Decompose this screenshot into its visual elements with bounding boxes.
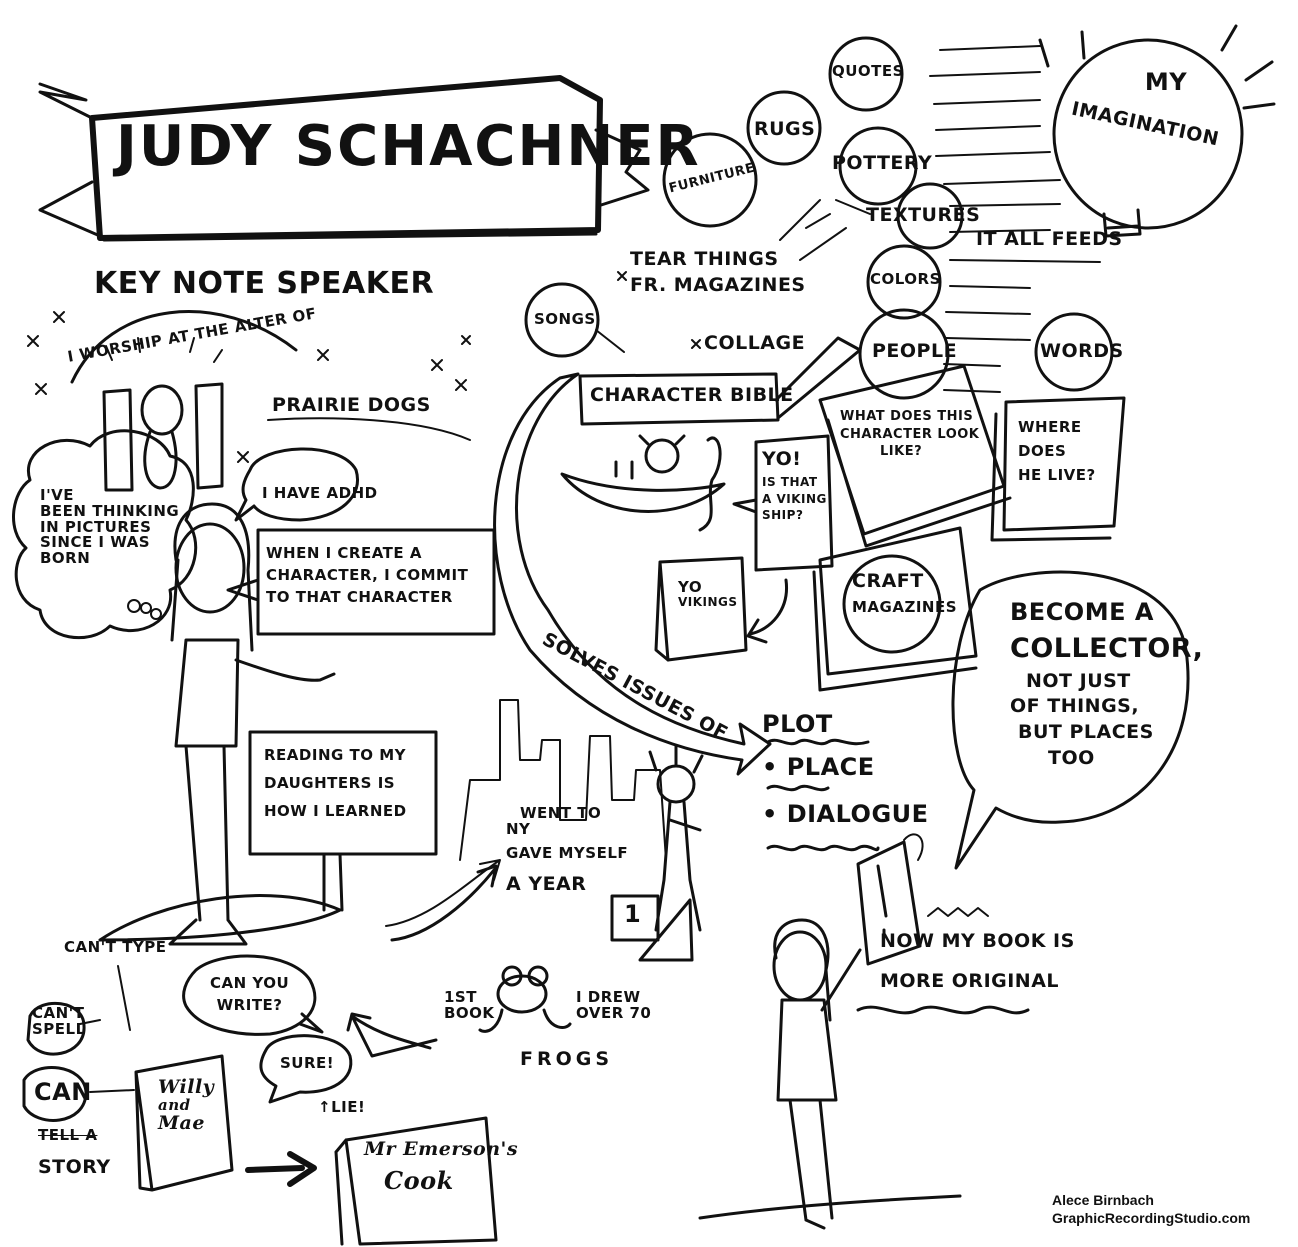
city-skyline	[385, 699, 667, 927]
lightbulb-drawing	[1038, 24, 1276, 238]
now-original-text: NOW MY BOOK IS MORE ORIGINAL	[880, 930, 1075, 992]
character-bible-text: CHARACTER BIBLE	[590, 384, 794, 406]
adhd-text: I HAVE ADHD	[262, 484, 378, 502]
tear-things-text: TEAR THINGS FR. MAGAZINES	[630, 248, 806, 296]
thinking-text: I'VE BEEN THINKING IN PICTURES SINCE I W…	[40, 486, 180, 567]
issue-squiggles	[766, 738, 880, 852]
willy-text: Willy and Mae	[158, 1076, 215, 1134]
songs-circle	[524, 282, 600, 358]
feed-lines	[929, 45, 1101, 393]
lie-text: ↑LIE!	[318, 1098, 366, 1116]
calendar-number: 1	[624, 900, 642, 928]
nyc-text: WENT TO NY GAVE MYSELF A YEAR	[506, 804, 629, 896]
commit-text: WHEN I CREATE A CHARACTER, I COMMIT TO T…	[266, 544, 469, 606]
frogs-word: FROGS	[520, 1048, 614, 1070]
yo-vikings-book	[654, 556, 748, 662]
words-text: WORDS	[1040, 340, 1124, 362]
exclamation-book	[856, 840, 922, 966]
thought-cloud	[12, 429, 198, 640]
idea-rays	[779, 199, 871, 261]
emerson-book	[334, 1116, 498, 1246]
viking-bubble	[732, 434, 834, 572]
cant-spell-oval	[26, 1001, 86, 1056]
reader-figure	[698, 918, 962, 1230]
it-all-feeds-text: IT ALL FEEDS	[976, 228, 1123, 250]
title: JUDY SCHACHNER	[116, 114, 701, 179]
where-live-box	[990, 396, 1126, 542]
sure-bubble	[259, 1034, 353, 1104]
frog-drawing	[478, 965, 572, 1033]
craft-text: CRAFT MAGAZINES	[852, 570, 958, 616]
emerson-text: Mr Emerson's Cook	[364, 1138, 519, 1195]
character-look-text: WHAT DOES THIS CHARACTER LOOK LIKE?	[840, 409, 980, 460]
thought-dots	[127, 599, 162, 620]
can-you-write-bubble	[182, 954, 324, 1036]
people-text: PEOPLE	[872, 340, 958, 362]
title-banner	[38, 75, 650, 242]
prairie-dogs-text: PRAIRIE DOGS	[272, 394, 431, 416]
viking-ship-drawing	[560, 434, 726, 532]
sure-text: SURE!	[280, 1054, 335, 1072]
craft-magazines-stack	[812, 526, 978, 692]
idea-circles	[662, 36, 1114, 400]
city-arrow	[390, 864, 498, 942]
credit: Alece Birnbach GraphicRecordingStudio.co…	[1052, 1192, 1251, 1226]
can-oval	[22, 1066, 88, 1122]
rugs-text: RUGS	[754, 118, 816, 140]
subtitle: KEY NOTE SPEAKER	[94, 266, 435, 301]
quotes-text: QUOTES	[832, 62, 904, 80]
yo-vikings-book-text: YO VIKINGS	[678, 578, 738, 609]
tell-story-text: TELL A STORY	[38, 1126, 111, 1178]
first-book-text: 1ST BOOK	[444, 988, 495, 1022]
commit-box	[256, 528, 496, 636]
adhd-bubble	[234, 447, 359, 522]
songs-text: SONGS	[534, 310, 596, 328]
collector-text: BECOME A COLLECTOR, NOT JUST OF THINGS, …	[1010, 598, 1204, 770]
reading-sign	[248, 730, 438, 856]
willy-book	[134, 1054, 234, 1192]
frogs-text: I DREW OVER 70	[576, 988, 652, 1022]
pottery-text: POTTERY	[832, 152, 933, 174]
can-you-write-text: CAN YOU WRITE?	[210, 974, 290, 1014]
cant-spell-text: CAN'T SPELL	[32, 1004, 86, 1038]
arrow-to-emerson	[245, 1151, 317, 1187]
arrow-to-bubble	[346, 1012, 438, 1058]
character-bible-box	[578, 372, 780, 426]
can-text: CAN	[34, 1078, 92, 1106]
nyc-figure	[638, 744, 704, 962]
viking-question-text: YO! IS THAT A VIKING SHIP?	[762, 448, 827, 523]
sparkles-left	[27, 311, 471, 463]
collector-bubble	[951, 570, 1190, 870]
issues-list: PLOT • PLACE • DIALOGUE	[762, 710, 929, 829]
judy-figure	[98, 502, 342, 946]
colors-text: COLORS	[870, 270, 941, 288]
textures-text: TEXTURES	[866, 204, 981, 226]
cant-type-text: CAN'T TYPE	[64, 938, 167, 956]
where-live-text: WHERE DOES HE LIVE?	[1018, 418, 1096, 484]
reading-text: READING TO MY DAUGHTERS IS HOW I LEARNED	[264, 746, 407, 820]
collage-text: COLLAGE	[704, 332, 806, 354]
imagination-text: MY IMAGINATION	[1069, 68, 1221, 151]
solves-arrow	[493, 372, 772, 776]
